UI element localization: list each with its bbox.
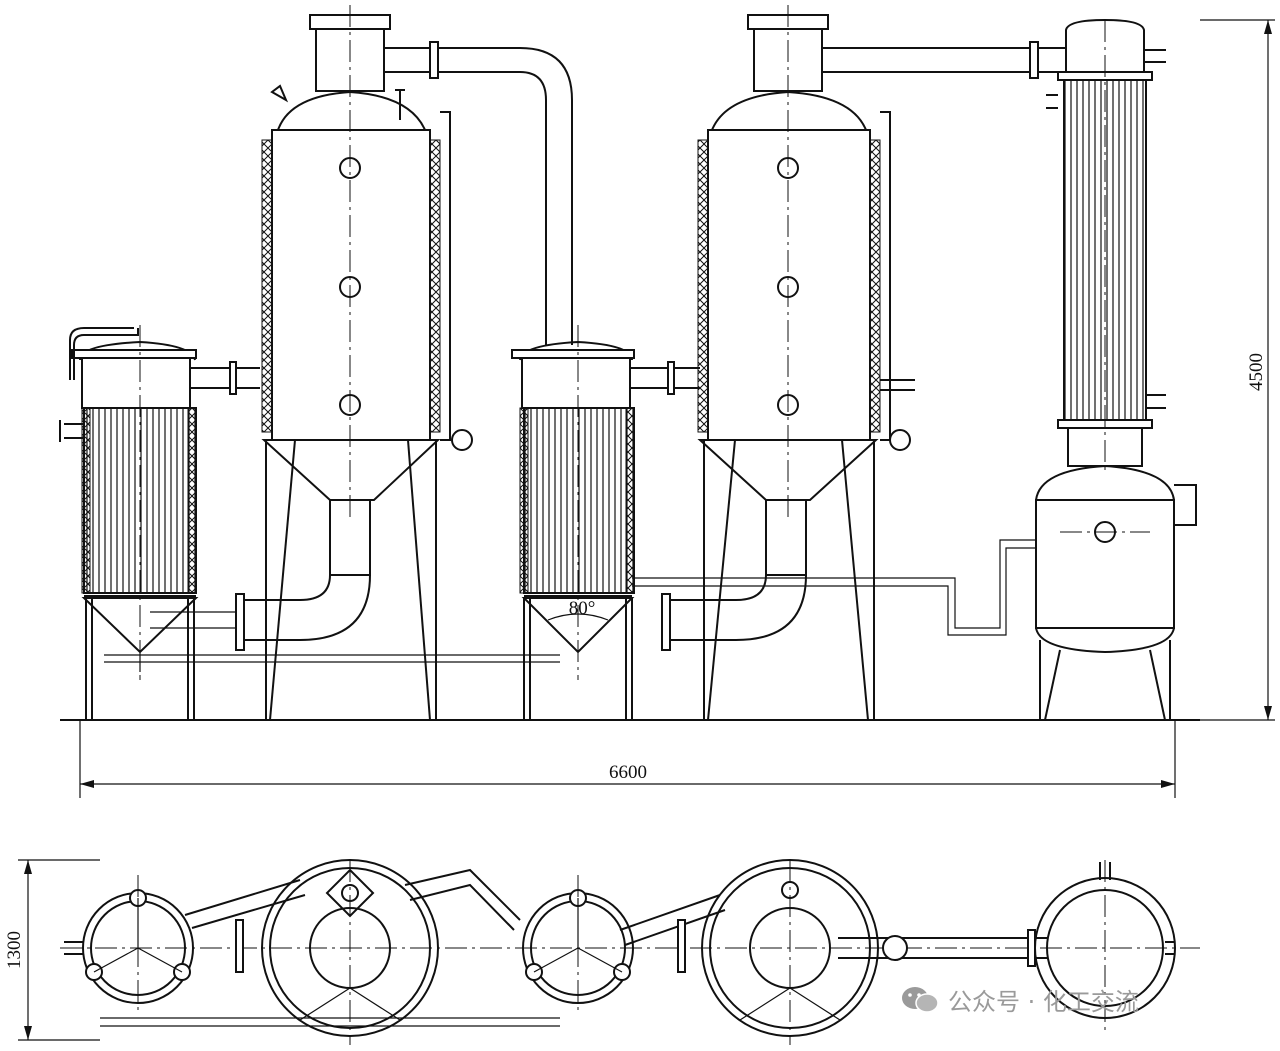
transfer-pipes <box>104 539 1035 663</box>
elevation-view: 4500 6600 80° <box>59 5 1275 798</box>
width-dimension <box>79 720 1176 798</box>
plan-pipes <box>100 868 1048 1027</box>
wechat-icon <box>902 986 939 1013</box>
plan-depth-label: 1300 <box>4 931 25 969</box>
vapor-pipe-1 <box>384 41 573 345</box>
separator-1 <box>150 5 473 721</box>
plan-depth-dimension <box>18 859 100 1041</box>
separator-2 <box>661 5 915 721</box>
receiver-tank <box>1035 464 1197 721</box>
heater-2 <box>511 325 700 720</box>
width-label: 6600 <box>609 762 647 783</box>
cone-angle-label: 80° <box>569 598 596 619</box>
plan-heater-2 <box>522 875 634 1010</box>
heater-1 <box>59 325 260 720</box>
height-label: 4500 <box>1246 353 1267 391</box>
vapor-pipe-2 <box>822 41 1066 79</box>
condenser <box>1046 18 1166 470</box>
plan-condenser <box>1034 860 1176 1030</box>
plan-separator-2 <box>701 859 879 1045</box>
plan-view: 1300 <box>4 859 1200 1045</box>
plan-heater-1 <box>64 875 194 1010</box>
plan-separator-1 <box>261 859 439 1045</box>
watermark-text: 公众号 · 化工交流 <box>948 988 1139 1016</box>
height-dimension <box>1200 19 1275 721</box>
watermark: 公众号 · 化工交流 <box>900 982 1139 1017</box>
